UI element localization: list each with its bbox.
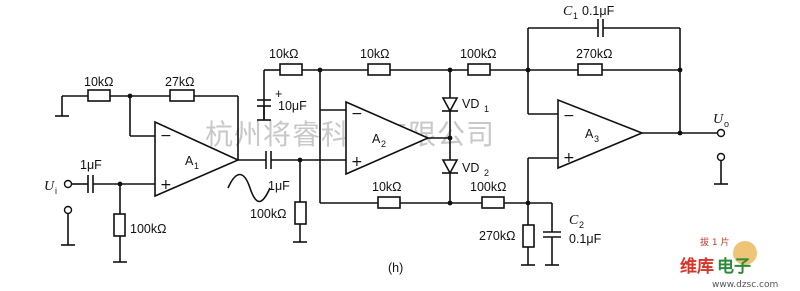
a2-plus: + — [351, 154, 363, 170]
label-r-top-left: 10kΩ — [269, 47, 299, 61]
figure-label: (h) — [388, 261, 403, 275]
label-c-couple: 1μF — [268, 179, 290, 193]
logo-url: www.dzsc.com — [712, 280, 778, 290]
label-c1-value: 0.1μF — [582, 4, 615, 18]
label-output: U — [713, 112, 724, 127]
label-amp3-sub: 3 — [594, 134, 599, 144]
coupling-network — [265, 151, 346, 243]
resistor-r-couple-gnd — [294, 201, 307, 225]
op-amp-a3 — [557, 98, 718, 170]
label-amp2: A — [372, 132, 381, 146]
a1-plus: + — [160, 177, 172, 193]
label-r-fb-1: 27kΩ — [165, 75, 195, 89]
label-r-couple-gnd: 100kΩ — [250, 207, 286, 221]
label-r-in-1: 10kΩ — [84, 75, 114, 89]
output-ground-terminal — [716, 152, 726, 162]
label-output-sub: o — [724, 119, 729, 129]
resistor-r-gnd-3 — [522, 224, 535, 248]
op-amp-a2 — [345, 100, 450, 176]
sine-wave-icon — [227, 173, 271, 203]
output — [714, 128, 728, 185]
label-r-top-mid: 10kΩ — [360, 47, 390, 61]
label-r-fb-3: 270kΩ — [576, 47, 612, 61]
label-c1-name: C — [563, 4, 573, 19]
label-c-in: 1μF — [80, 158, 102, 172]
resistor-r-top-right — [467, 63, 491, 76]
label-diode2: VD — [462, 161, 479, 175]
logo-main2: 电子 — [717, 256, 751, 277]
resistor-r-bot-mid — [377, 196, 401, 209]
a3-minus: − — [563, 108, 575, 124]
label-electrolytic-plus: + — [275, 87, 282, 101]
logo-main: 维库 — [680, 256, 714, 277]
label-c2-sub: 2 — [579, 220, 584, 230]
diode-network — [441, 70, 459, 206]
stage1-input — [61, 175, 155, 263]
stage1-feedback-network — [55, 89, 239, 160]
label-r-in-gnd: 100kΩ — [130, 222, 166, 236]
resistor-r-bot-right — [481, 196, 505, 209]
label-input-sub: i — [55, 186, 57, 196]
site-logo: 拔 1 片 维库 电子 www.dzsc.com — [680, 236, 778, 290]
resistor-r-top-mid — [367, 63, 391, 76]
diode-vd2-icon — [441, 159, 459, 175]
label-amp1: A — [185, 154, 194, 168]
label-diode2-sub: 2 — [484, 168, 489, 178]
input-ground-terminal — [63, 205, 73, 215]
label-c1-sub: 1 — [573, 11, 578, 21]
label-r-gnd-3: 270kΩ — [479, 229, 515, 243]
label-diode1: VD — [462, 97, 479, 111]
resistor-r-top-left — [279, 63, 303, 76]
label-amp2-sub: 2 — [381, 139, 386, 149]
label-c2-name: C — [569, 213, 579, 228]
logo-top: 拔 1 片 — [700, 236, 729, 248]
label-r-top-right: 100kΩ — [460, 47, 496, 61]
label-diode1-sub: 1 — [484, 104, 489, 114]
a3-plus: + — [563, 150, 575, 166]
label-amp1-sub: 1 — [194, 161, 199, 171]
a1-minus: − — [160, 128, 172, 144]
label-r-bot-mid: 10kΩ — [372, 180, 402, 194]
resistor-r-in-1 — [87, 89, 111, 102]
stage2-top-rail — [257, 63, 578, 203]
label-r-bot-right: 100kΩ — [470, 180, 506, 194]
input-terminal — [63, 179, 73, 189]
label-c2-value: 0.1μF — [569, 232, 602, 246]
output-terminal — [716, 128, 726, 138]
a2-minus: − — [351, 106, 363, 122]
label-input: U — [44, 179, 55, 194]
label-amp3: A — [585, 127, 594, 141]
label-c-electrolytic: 10μF — [278, 99, 307, 113]
resistor-r-fb-3 — [577, 63, 603, 76]
stage3-feedback — [527, 19, 683, 133]
diode-vd1-icon — [441, 97, 459, 113]
resistor-r-fb-1 — [169, 89, 195, 102]
stage2-bottom-rail — [320, 157, 561, 266]
resistor-r-in-gnd — [113, 213, 126, 237]
op-amp-a1 — [154, 120, 266, 198]
